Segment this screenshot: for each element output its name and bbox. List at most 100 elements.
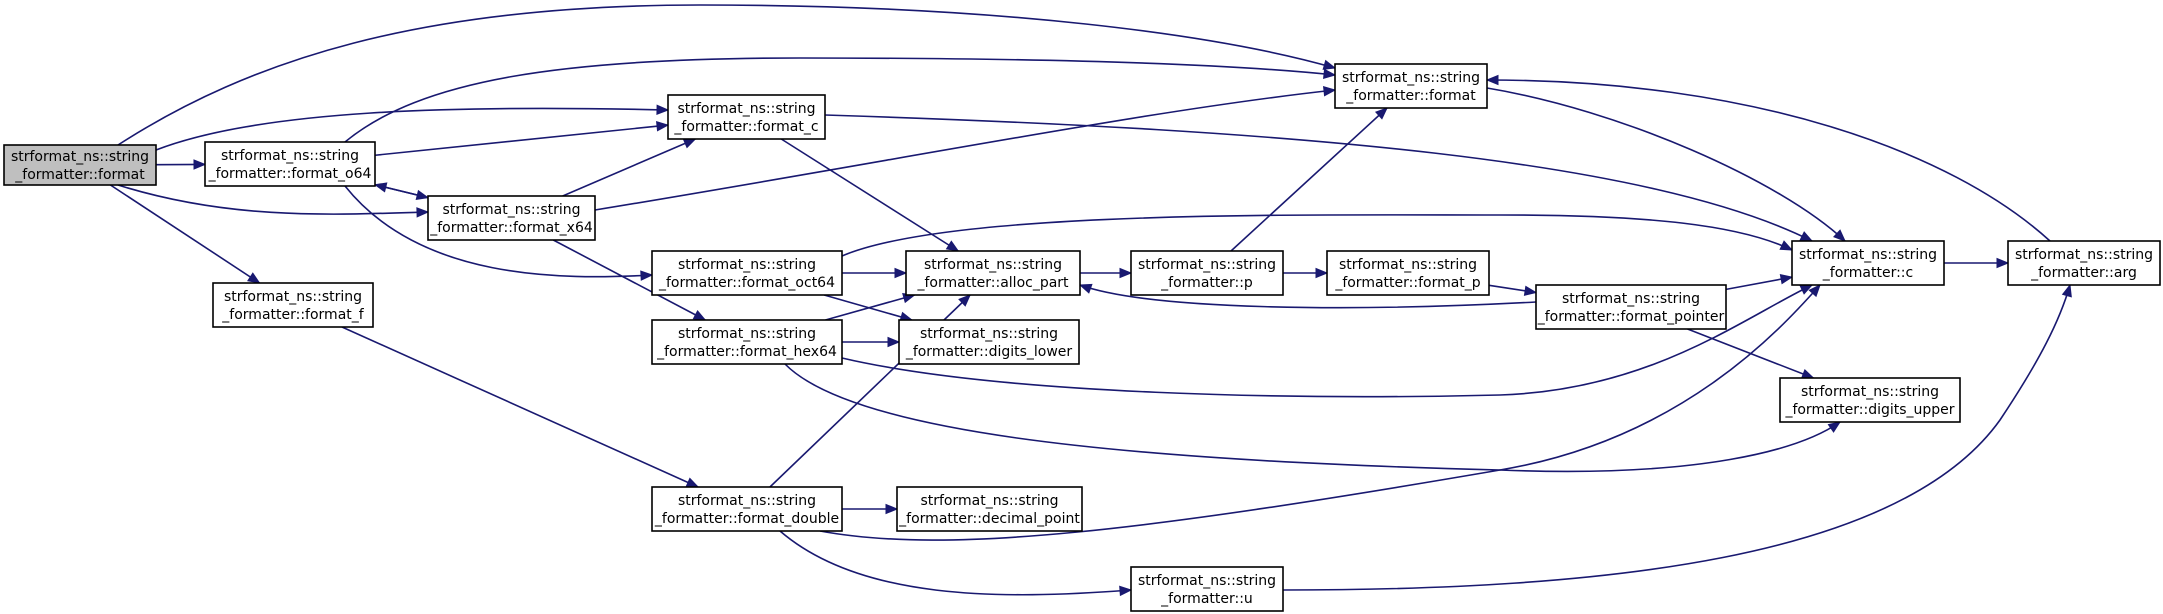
arrowhead-icon bbox=[887, 336, 901, 348]
node-digits-upper[interactable]: strformat_ns::string_formatter::digits_u… bbox=[1779, 377, 1961, 423]
edge-format-c-to-alloc-part bbox=[780, 138, 960, 252]
edge-format-root-to-format-x64 bbox=[117, 184, 430, 218]
arrowhead-icon bbox=[692, 310, 707, 321]
node-box bbox=[1535, 284, 1727, 330]
edge-format-o64-to-format-c bbox=[374, 121, 670, 157]
node-box bbox=[2007, 240, 2161, 286]
call-graph-nodes: strformat_ns::string_formatter::formatst… bbox=[3, 63, 2161, 612]
node-label-line: strformat_ns::string bbox=[442, 202, 580, 218]
arrowhead-icon bbox=[1799, 231, 1814, 242]
node-format-x64[interactable]: strformat_ns::string_formatter::format_x… bbox=[427, 195, 596, 241]
node-label-line: _formatter::digits_lower bbox=[905, 344, 1073, 360]
node-label-line: _formatter::u bbox=[1160, 591, 1253, 607]
edge-format-root-to-format-f bbox=[109, 184, 261, 284]
node-p[interactable]: strformat_ns::string_formatter::p bbox=[1130, 250, 1284, 296]
edge-format-hex64-to-digits-lower bbox=[842, 336, 901, 348]
node-u[interactable]: strformat_ns::string_formatter::u bbox=[1130, 566, 1284, 612]
node-box bbox=[1791, 240, 1945, 286]
node-label-line: strformat_ns::string bbox=[678, 326, 816, 342]
node-label-line: strformat_ns::string bbox=[1138, 573, 1276, 589]
node-box bbox=[896, 486, 1083, 532]
arrowhead-icon bbox=[1323, 86, 1337, 97]
edge-format-f-to-format-double bbox=[341, 326, 700, 488]
node-arg[interactable]: strformat_ns::string_formatter::arg bbox=[2007, 240, 2161, 286]
node-decimal-point[interactable]: strformat_ns::string_formatter::decimal_… bbox=[896, 486, 1083, 532]
node-format-hex64[interactable]: strformat_ns::string_formatter::format_h… bbox=[651, 319, 843, 365]
node-format-pointer[interactable]: strformat_ns::string_formatter::format_p… bbox=[1535, 284, 1727, 330]
node-label-line: strformat_ns::string bbox=[678, 257, 816, 273]
edge-format-x64-to-format-top bbox=[594, 86, 1337, 211]
edge-p-to-format-p bbox=[1283, 267, 1329, 279]
arrowhead-icon bbox=[1779, 274, 1794, 285]
arrowhead-icon bbox=[1119, 585, 1133, 597]
node-label-line: strformat_ns::string bbox=[920, 326, 1058, 342]
node-box bbox=[1130, 250, 1284, 296]
edge-format-pointer-to-c bbox=[1725, 274, 1794, 291]
node-label-line: strformat_ns::string bbox=[1562, 291, 1700, 307]
arrowhead-icon bbox=[1323, 68, 1337, 80]
arrowhead-icon bbox=[1322, 59, 1337, 70]
arrowhead-icon bbox=[656, 104, 670, 115]
node-format-p[interactable]: strformat_ns::string_formatter::format_p bbox=[1326, 250, 1490, 296]
edge-format-hex64-to-alloc-part bbox=[825, 293, 916, 321]
node-label-line: strformat_ns::string bbox=[1799, 247, 1937, 263]
edge-format-double-to-decimal-point bbox=[842, 503, 899, 515]
arrowhead-icon bbox=[193, 159, 207, 170]
arrowhead-icon bbox=[894, 267, 908, 279]
node-label-line: strformat_ns::string bbox=[2015, 247, 2153, 263]
node-label-line: _formatter::format bbox=[14, 167, 145, 183]
edge-format-o64-to-format-top bbox=[344, 57, 1337, 143]
node-format-c[interactable]: strformat_ns::string_formatter::format_c bbox=[667, 94, 826, 140]
node-label-line: _formatter::format_f bbox=[221, 307, 364, 323]
edge-format-x64-to-format-o64 bbox=[373, 182, 429, 199]
edge-format-hex64-to-digits-upper bbox=[784, 363, 1842, 473]
node-box bbox=[898, 319, 1080, 365]
node-format-oct64[interactable]: strformat_ns::string_formatter::format_o… bbox=[651, 250, 843, 296]
arrowhead-icon bbox=[1827, 421, 1842, 433]
node-box bbox=[1334, 63, 1488, 109]
node-format-f[interactable]: strformat_ns::string_formatter::format_f bbox=[212, 282, 374, 328]
arrowhead-icon bbox=[656, 121, 670, 132]
edge-format-c-to-c bbox=[824, 114, 1814, 242]
arrowhead-icon bbox=[958, 294, 972, 307]
node-label-line: _formatter::format_pointer bbox=[1537, 309, 1725, 325]
node-format-double[interactable]: strformat_ns::string_formatter::format_d… bbox=[651, 486, 843, 532]
arrowhead-icon bbox=[885, 503, 899, 515]
node-label-line: strformat_ns::string bbox=[1801, 384, 1939, 400]
edge-format-oct64-to-alloc-part bbox=[842, 267, 908, 279]
node-label-line: _formatter::format_oct64 bbox=[658, 275, 835, 291]
arrowhead-icon bbox=[1779, 240, 1794, 251]
node-format-top[interactable]: strformat_ns::string_formatter::format bbox=[1334, 63, 1488, 109]
node-format-root: strformat_ns::string_formatter::format bbox=[3, 144, 157, 186]
node-label-line: _formatter::format_o64 bbox=[208, 166, 372, 182]
node-label-line: _formatter::format_hex64 bbox=[656, 344, 837, 360]
node-box bbox=[1779, 377, 1961, 423]
edge-c-to-arg bbox=[1944, 257, 2010, 269]
arrowhead-icon bbox=[1078, 283, 1093, 294]
node-label-line: strformat_ns::string bbox=[678, 493, 816, 509]
node-label-line: _formatter::p bbox=[1160, 275, 1253, 291]
node-box bbox=[651, 486, 843, 532]
edge-format-double-to-u bbox=[779, 530, 1133, 597]
edge-arg-to-format-top bbox=[1485, 74, 2051, 242]
arrowhead-icon bbox=[1485, 74, 1499, 86]
arrowhead-icon bbox=[1523, 285, 1538, 296]
node-box bbox=[651, 250, 843, 296]
node-alloc-part[interactable]: strformat_ns::string_formatter::alloc_pa… bbox=[905, 250, 1081, 296]
node-digits-lower[interactable]: strformat_ns::string_formatter::digits_l… bbox=[898, 319, 1080, 365]
node-format-o64[interactable]: strformat_ns::string_formatter::format_o… bbox=[204, 141, 376, 187]
node-box bbox=[905, 250, 1081, 296]
node-box bbox=[1130, 566, 1284, 612]
node-label-line: strformat_ns::string bbox=[924, 257, 1062, 273]
node-label-line: strformat_ns::string bbox=[1342, 70, 1480, 86]
node-c[interactable]: strformat_ns::string_formatter::c bbox=[1791, 240, 1945, 286]
edge-format-root-to-format-o64 bbox=[155, 159, 207, 170]
edge-alloc-part-to-p bbox=[1080, 267, 1133, 279]
node-box bbox=[1326, 250, 1490, 296]
arrowhead-icon bbox=[1800, 368, 1815, 379]
node-label-line: strformat_ns::string bbox=[677, 101, 815, 117]
node-label-line: strformat_ns::string bbox=[1339, 257, 1477, 273]
arrowhead-icon bbox=[416, 207, 430, 218]
node-label-line: _formatter::c bbox=[1822, 265, 1913, 281]
arrowhead-icon bbox=[1119, 267, 1133, 279]
